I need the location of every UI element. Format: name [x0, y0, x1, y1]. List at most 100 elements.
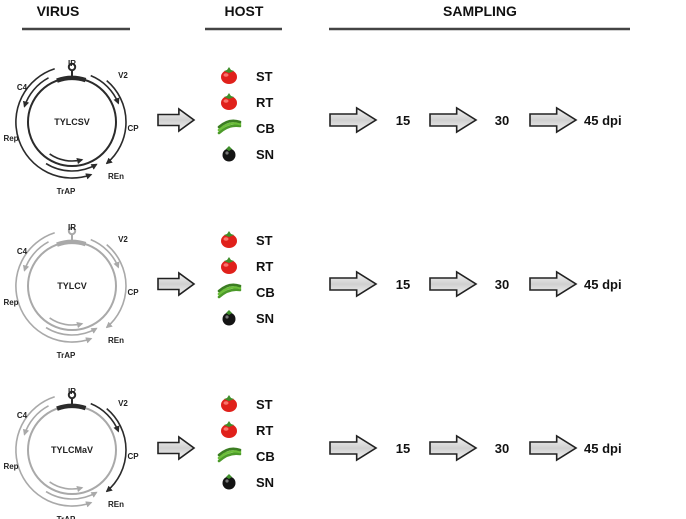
gene-label-ren: REn — [108, 172, 124, 181]
host-item: RT — [221, 93, 273, 110]
sampling-day-label: 15 — [396, 113, 410, 128]
gene-label-c4: C4 — [17, 247, 28, 256]
virus-name: TYLCV — [57, 281, 87, 291]
host-list: ST RT CB SN — [217, 231, 275, 326]
gene-label-ir: IR — [68, 59, 76, 68]
orf-cp-arrow — [105, 408, 127, 493]
host-label: CB — [256, 121, 275, 136]
host-label: SN — [256, 311, 274, 326]
sampling-day-label: 45 dpi — [584, 441, 622, 456]
berry-icon — [222, 146, 236, 162]
tomato-icon — [221, 421, 237, 438]
gene-label-ren: REn — [108, 336, 124, 345]
sampling-day-label: 30 — [495, 277, 509, 292]
intergenic-region — [56, 403, 87, 411]
sampling-timeline: 15 30 45 dpi — [329, 270, 622, 298]
gene-label-trap: TrAP — [57, 515, 76, 519]
orf-trap-arrow — [45, 326, 98, 336]
orf-cp-arrow — [105, 80, 127, 165]
virus-row: IRV2CPC4RepTrAPREnTYLCMaVSTRTCBSN153045 … — [3, 387, 621, 519]
orf-trap-arrow — [45, 490, 98, 500]
orf-trap-arrow — [45, 162, 98, 172]
sampling-timeline: 15 30 45 dpi — [329, 434, 622, 462]
bean-icon — [217, 447, 242, 463]
virus-header: VIRUS — [37, 3, 80, 19]
sampling-day-label: 30 — [495, 441, 509, 456]
sampling-arrow — [529, 434, 578, 462]
bean-icon — [217, 283, 242, 299]
gene-label-cp: CP — [127, 124, 139, 133]
sampling-arrow — [529, 270, 578, 298]
gene-label-cp: CP — [127, 288, 139, 297]
orf-v2-arrow — [90, 238, 120, 269]
host-label: ST — [256, 233, 273, 248]
tomato-icon — [221, 67, 237, 84]
sampling-day-label: 15 — [396, 441, 410, 456]
orf-v2-arrow — [90, 402, 120, 433]
host-label: CB — [256, 285, 275, 300]
sampling-day-label: 45 dpi — [584, 277, 622, 292]
host-label: RT — [256, 423, 273, 438]
berry-icon — [222, 474, 236, 490]
tomato-icon — [221, 395, 237, 412]
host-label: SN — [256, 147, 274, 162]
host-label: RT — [256, 259, 273, 274]
orf-ren-arrow — [49, 153, 84, 165]
host-item: SN — [222, 146, 274, 162]
sampling-arrow — [529, 106, 578, 134]
gene-label-cp: CP — [127, 452, 139, 461]
genome-map: IRV2CPC4RepTrAPREnTYLCMaV — [3, 387, 139, 519]
gene-label-trap: TrAP — [57, 187, 76, 196]
orf-ren-arrow — [49, 481, 84, 493]
host-item: RT — [221, 257, 273, 274]
host-label: ST — [256, 397, 273, 412]
intergenic-region — [56, 75, 87, 83]
sampling-arrow — [429, 106, 478, 134]
orf-rep-arrow — [15, 395, 93, 508]
host-list: ST RT CB SN — [217, 67, 275, 162]
gene-label-rep: Rep — [3, 298, 18, 307]
tomato-icon — [221, 231, 237, 248]
sampling-header: SAMPLING — [443, 3, 517, 19]
host-item: SN — [222, 474, 274, 490]
gene-label-ir: IR — [68, 223, 76, 232]
sampling-day-label: 15 — [396, 277, 410, 292]
host-item: CB — [217, 447, 275, 464]
orf-c4-arrow — [22, 405, 49, 436]
virus-to-host-arrow — [157, 107, 196, 133]
sampling-arrow — [329, 106, 378, 134]
berry-icon — [222, 310, 236, 326]
orf-rep-arrow — [15, 231, 93, 344]
gene-label-rep: Rep — [3, 134, 18, 143]
orf-cp-arrow — [105, 244, 127, 329]
orf-rep-arrow — [15, 67, 93, 180]
orf-c4-arrow — [22, 241, 49, 272]
host-header: HOST — [225, 3, 264, 19]
virus-to-host-arrow — [157, 271, 196, 297]
host-item: ST — [221, 67, 273, 84]
sampling-arrow — [429, 270, 478, 298]
host-item: SN — [222, 310, 274, 326]
sampling-arrow — [329, 270, 378, 298]
virus-name: TYLCMaV — [51, 445, 93, 455]
host-item: RT — [221, 421, 273, 438]
host-list: ST RT CB SN — [217, 395, 275, 490]
gene-label-c4: C4 — [17, 83, 28, 92]
sampling-arrow — [429, 434, 478, 462]
tomato-icon — [221, 257, 237, 274]
orf-v2-arrow — [90, 74, 120, 105]
gene-label-c4: C4 — [17, 411, 28, 420]
bean-icon — [217, 119, 242, 135]
virus-name: TYLCSV — [54, 117, 90, 127]
gene-label-v2: V2 — [118, 235, 128, 244]
host-item: CB — [217, 119, 275, 136]
sampling-day-label: 45 dpi — [584, 113, 622, 128]
gene-label-trap: TrAP — [57, 351, 76, 360]
tomato-icon — [221, 93, 237, 110]
host-item: CB — [217, 283, 275, 300]
